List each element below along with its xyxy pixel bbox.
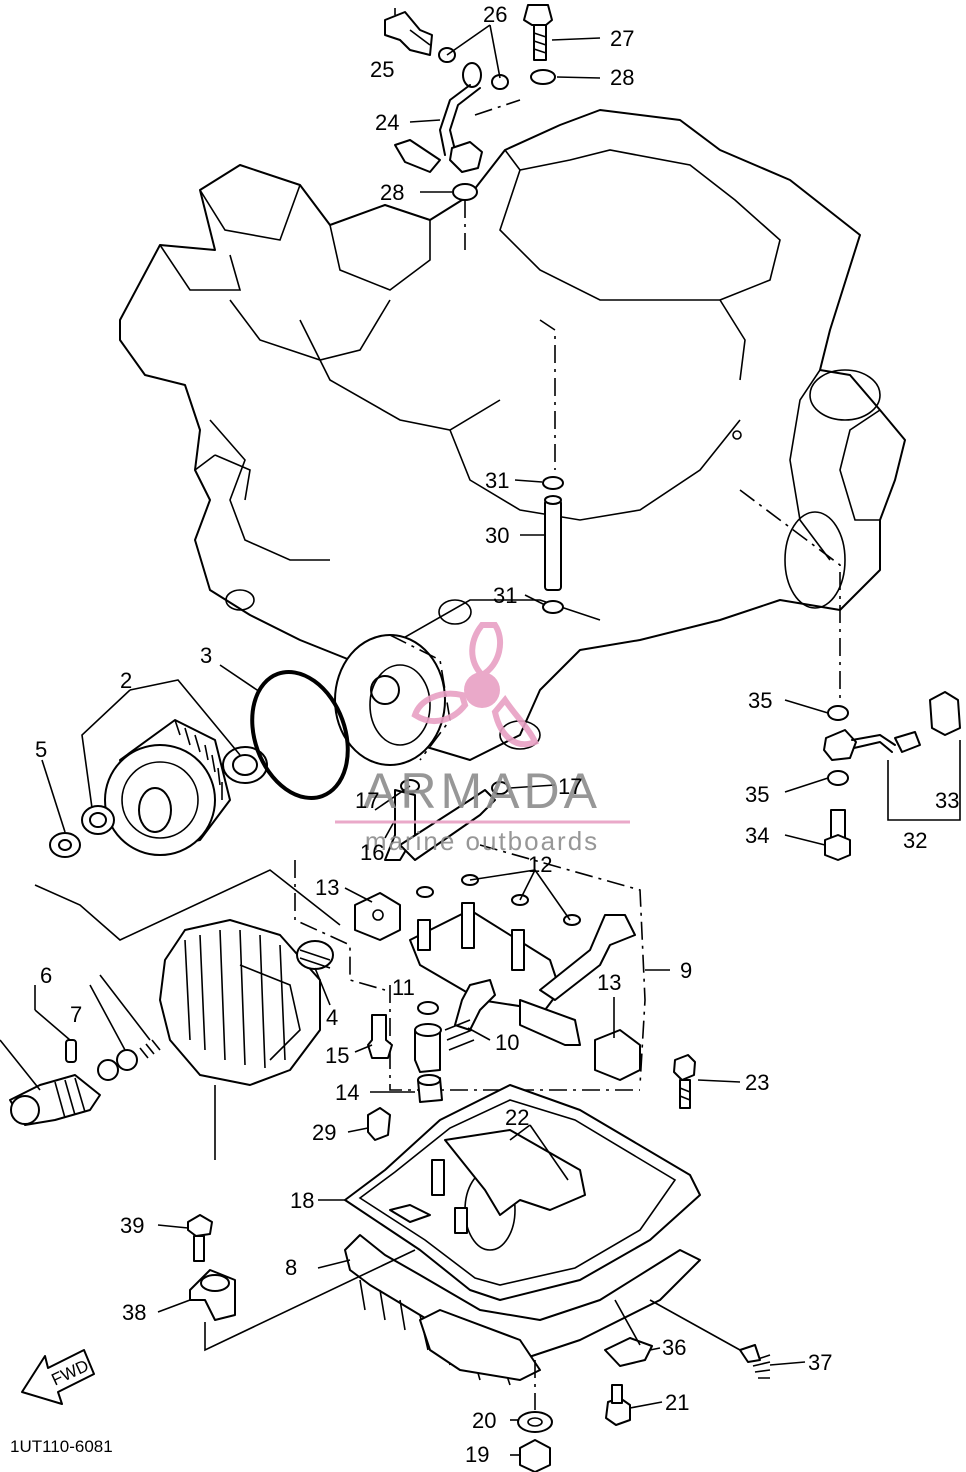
callout-13a: 13 [315, 875, 339, 900]
callout-33: 33 [935, 788, 959, 813]
callout-17b: 17 [558, 774, 582, 799]
callout-7: 7 [70, 1002, 82, 1027]
oil-filter-boss [334, 634, 451, 766]
oil-pump-assembly [294, 779, 646, 1103]
leader-lines [34, 8, 829, 1456]
callout-12: 12 [528, 852, 552, 877]
oil-filter [34, 670, 350, 941]
callout-3: 3 [200, 643, 212, 668]
callout-22: 22 [505, 1105, 529, 1130]
callout-36: 36 [662, 1335, 686, 1360]
engine-crankcase-outline [119, 109, 906, 761]
callout-14: 14 [335, 1080, 359, 1105]
callout-38: 38 [122, 1300, 146, 1325]
callout-6: 6 [40, 963, 52, 988]
callout-39: 39 [120, 1213, 144, 1238]
callout-34: 34 [745, 823, 769, 848]
callout-26: 26 [483, 2, 507, 27]
callout-31b: 31 [493, 583, 517, 608]
callout-17a: 17 [355, 788, 379, 813]
diagram-code: 1UT110-6081 [10, 1437, 113, 1456]
callout-20: 20 [472, 1408, 496, 1433]
callout-4: 4 [326, 1005, 338, 1030]
callout-19: 19 [465, 1442, 489, 1467]
callout-24: 24 [375, 110, 399, 135]
callout-25: 25 [370, 57, 394, 82]
watermark-brand: ARMADA [363, 763, 601, 819]
callout-11: 11 [392, 975, 415, 1000]
fwd-arrow: FWD [21, 1349, 95, 1405]
watermark-tagline: marine outboards [365, 826, 599, 856]
callout-35b: 35 [745, 782, 769, 807]
pan-hardware [187, 1054, 771, 1472]
callout-21: 21 [665, 1390, 689, 1415]
callout-5: 5 [35, 737, 47, 762]
callout-8: 8 [285, 1255, 297, 1280]
callout-13b: 13 [597, 970, 621, 995]
callout-27: 27 [610, 26, 634, 51]
oil-delivery-pipe [539, 319, 564, 614]
oil-pan [344, 1084, 701, 1386]
callout-labels: 2 3 4 5 6 7 8 9 10 11 12 13 13 14 15 16 … [35, 2, 959, 1467]
armada-watermark: ARMADA marine outboards [335, 622, 630, 856]
callout-18: 18 [290, 1188, 314, 1213]
callout-23: 23 [745, 1070, 769, 1095]
callout-2: 2 [120, 668, 132, 693]
callout-37: 37 [808, 1350, 832, 1375]
callout-16: 16 [360, 840, 384, 865]
propeller-logo-icon [411, 622, 539, 748]
top-oil-pipe-assembly [384, 4, 556, 250]
callout-28a: 28 [610, 65, 634, 90]
callout-15: 15 [325, 1043, 349, 1068]
callout-9: 9 [680, 958, 692, 983]
callout-29: 29 [312, 1120, 336, 1145]
callout-32: 32 [903, 828, 927, 853]
callout-10: 10 [495, 1030, 519, 1055]
oil-strainer-cover [0, 919, 334, 1160]
callout-28b: 28 [380, 180, 404, 205]
callout-31a: 31 [485, 468, 509, 493]
callout-30: 30 [485, 523, 509, 548]
right-oil-pipe [739, 489, 961, 861]
callout-35a: 35 [748, 688, 772, 713]
